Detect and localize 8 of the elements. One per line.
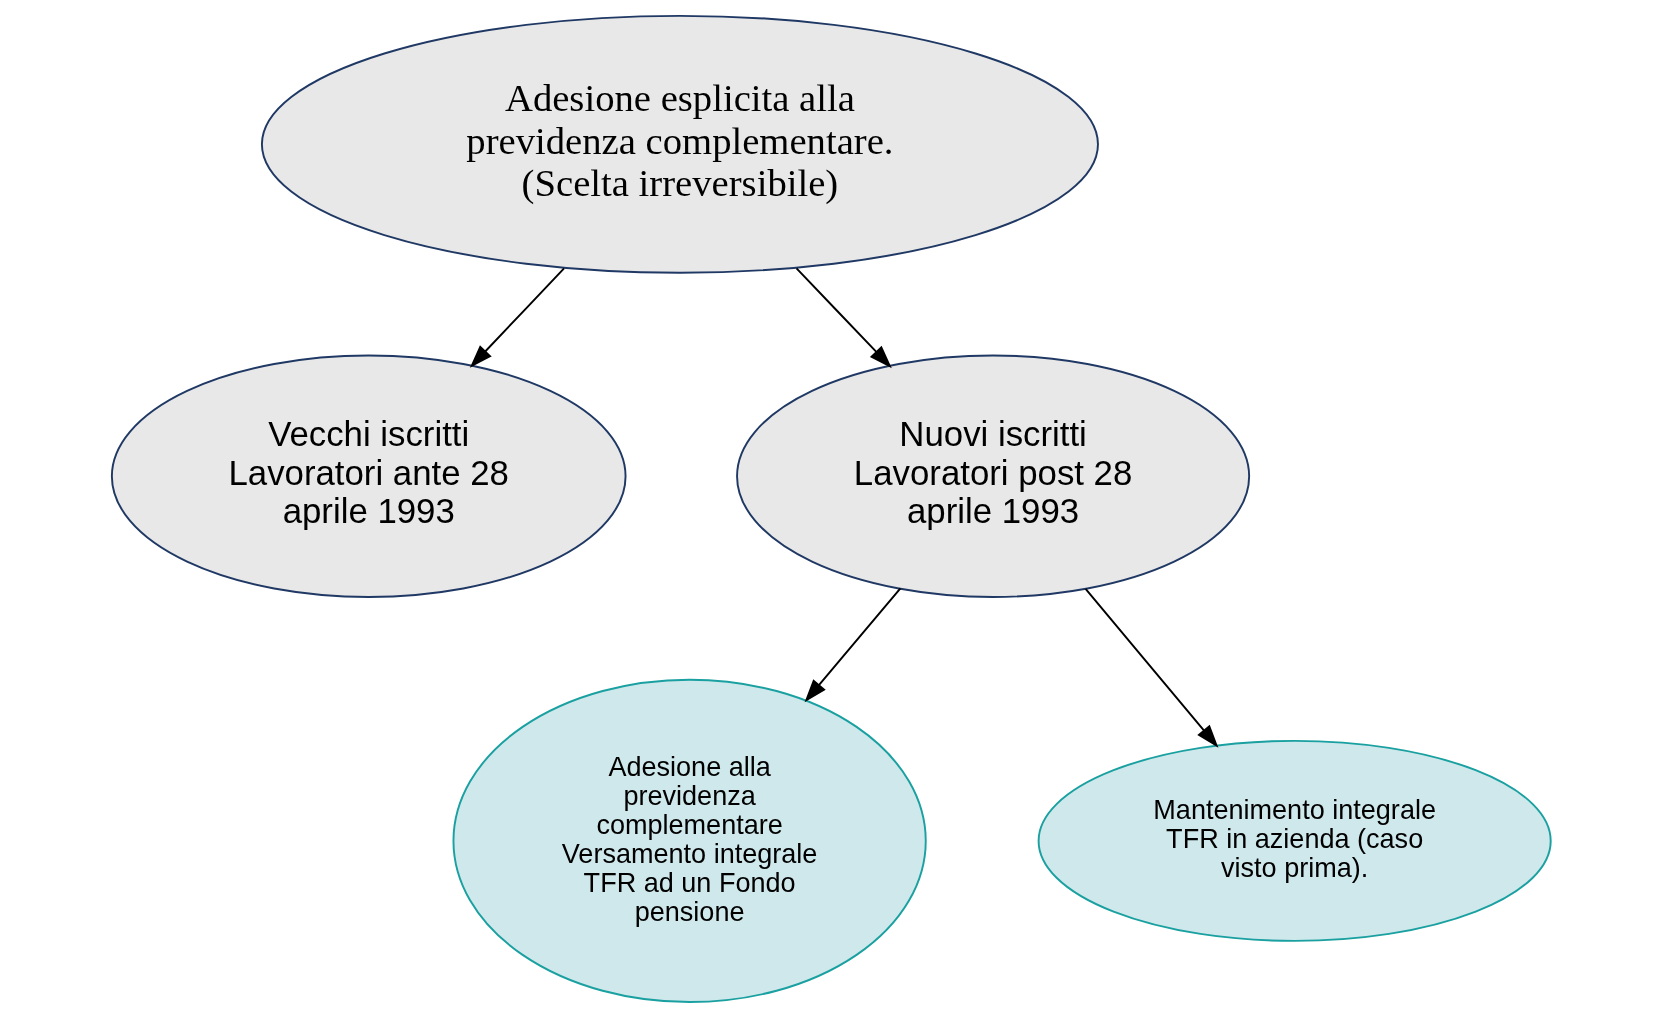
node-ellipse: Vecchi iscritti Lavoratori ante 28 aprile 1993 — [110, 354, 627, 598]
node-ellipse: Mantenimento integrale TFR in azienda (caso visto prima). — [1037, 739, 1552, 942]
arrow — [469, 267, 565, 368]
arrow — [795, 267, 892, 369]
arrow — [1084, 587, 1218, 748]
node-ellipse: Adesione esplicita alla previdenza complementare. (Scelta irreversibile) — [260, 14, 1099, 274]
node-ellipse: Nuovi iscritti Lavoratori post 28 aprile 1993 — [735, 354, 1250, 598]
arrow — [804, 587, 901, 703]
